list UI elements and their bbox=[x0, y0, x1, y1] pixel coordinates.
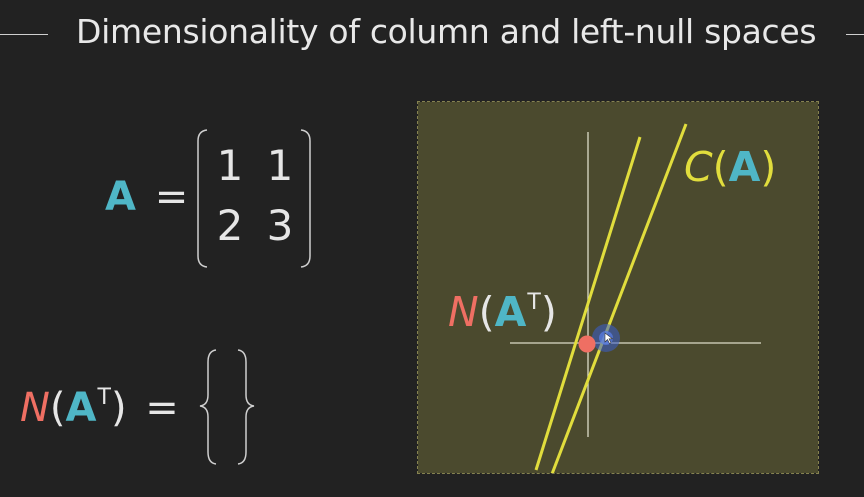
equals-sign: = bbox=[154, 174, 189, 220]
transpose-superscript: T bbox=[97, 385, 111, 410]
matrix-equation: A = bbox=[105, 177, 188, 217]
column-space-symbol: C bbox=[684, 143, 713, 191]
page-title: Dimensionality of column and left-null s… bbox=[76, 12, 817, 51]
title-rule-left bbox=[0, 34, 48, 35]
origin-point bbox=[578, 335, 596, 353]
left-null-transpose-superscript: T bbox=[527, 290, 541, 315]
open-paren: ( bbox=[49, 385, 66, 431]
left-null-close-paren: ) bbox=[540, 288, 557, 336]
set-right-brace bbox=[237, 349, 255, 465]
matrix-right-bracket bbox=[300, 129, 311, 268]
matrix-entry-1-2: 1 bbox=[266, 141, 294, 190]
left-null-open-paren: ( bbox=[478, 288, 495, 336]
null-space-equation: N(AT) = bbox=[20, 385, 179, 431]
left-null-space-label: N(AT) bbox=[448, 288, 557, 336]
null-matrix-name: A bbox=[65, 385, 97, 431]
mouse-pointer-icon bbox=[604, 332, 614, 344]
title-rule-right bbox=[846, 34, 864, 35]
null-equals-sign: = bbox=[145, 385, 179, 431]
matrix-name: A bbox=[105, 174, 136, 220]
column-space-label: C(A) bbox=[684, 143, 776, 191]
column-space-open-paren: ( bbox=[712, 143, 729, 191]
column-space-matrix-name: A bbox=[728, 143, 761, 191]
column-space-close-paren: ) bbox=[760, 143, 777, 191]
matrix-entry-2-2: 3 bbox=[266, 201, 294, 250]
column-space-line-steep bbox=[534, 136, 642, 471]
matrix-left-bracket bbox=[197, 129, 208, 268]
subspace-diagram bbox=[417, 101, 819, 474]
left-null-symbol: N bbox=[448, 288, 479, 336]
set-left-brace bbox=[199, 349, 217, 465]
close-paren: ) bbox=[110, 385, 127, 431]
column-space-line bbox=[550, 123, 688, 473]
matrix-entry-1-1: 1 bbox=[216, 141, 244, 190]
diagram-canvas bbox=[510, 123, 761, 473]
matrix-entry-2-1: 2 bbox=[216, 201, 244, 250]
left-null-matrix-name: A bbox=[494, 288, 527, 336]
null-symbol: N bbox=[20, 385, 50, 431]
